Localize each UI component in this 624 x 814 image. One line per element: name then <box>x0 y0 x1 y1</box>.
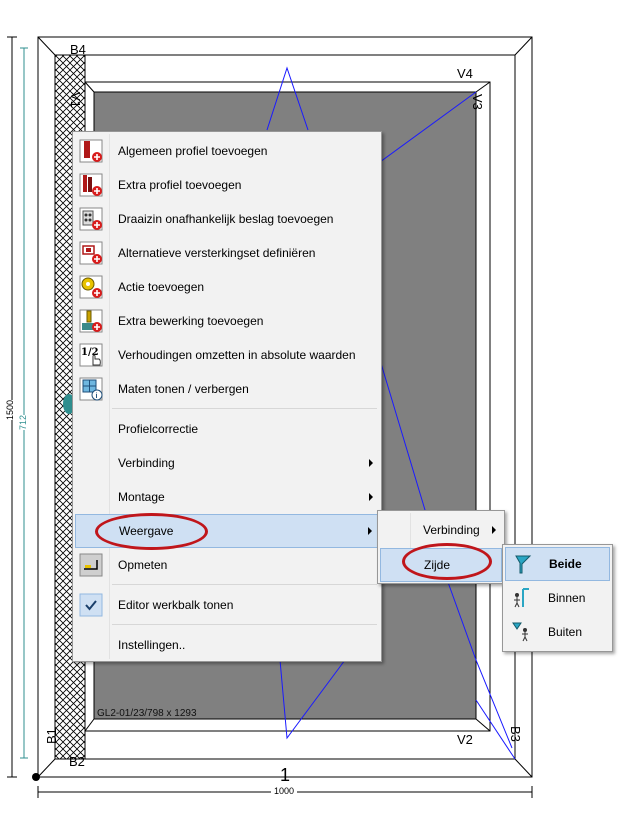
checkmark-icon <box>79 593 103 617</box>
menu-item-add-general-profile[interactable]: Algemeen profiel toevoegen <box>75 135 379 167</box>
corner-label-b1: B1 <box>44 728 59 744</box>
profile-add-icon <box>79 139 103 163</box>
corner-label-v2: V2 <box>457 732 473 747</box>
measure-icon <box>79 553 103 577</box>
width-dimension: 1000 <box>271 786 298 796</box>
submenu-item-connection[interactable]: Verbinding <box>380 514 502 546</box>
menu-item-add-action[interactable]: Actie toevoegen <box>75 271 379 303</box>
element-number: 1 <box>280 765 291 785</box>
side-both-icon <box>515 555 532 574</box>
menu-item-toggle-dimensions[interactable]: i Maten tonen / verbergen <box>75 373 379 405</box>
submenu-item-inside[interactable]: Binnen <box>505 582 610 614</box>
dimensions-info-icon: i <box>79 377 103 401</box>
submenu-side: Beide Binnen Buiten <box>502 544 613 652</box>
submenu-arrow-icon <box>492 526 496 534</box>
context-menu: Algemeen profiel toevoegen Extra profiel… <box>72 131 382 662</box>
menu-item-show-editor-toolbar[interactable]: Editor werkbalk tonen <box>75 589 379 621</box>
menu-item-convert-ratios[interactable]: 1/2 Verhoudingen omzetten in absolute wa… <box>75 339 379 371</box>
extra-profile-add-icon <box>79 173 103 197</box>
corner-label-b3: B3 <box>508 726 523 742</box>
menu-item-measure[interactable]: Opmeten <box>75 549 379 581</box>
partial-height-dimension: 712 <box>18 414 28 430</box>
action-gear-icon <box>79 275 103 299</box>
drill-add-icon <box>79 309 103 333</box>
ratio-hand-icon: 1/2 <box>79 343 103 367</box>
menu-item-profile-correction[interactable]: Profielcorrectie <box>118 422 199 436</box>
reinforcement-icon <box>79 241 103 265</box>
height-dimension: 1500 <box>5 399 15 420</box>
corner-label-v3: V3 <box>470 94 485 110</box>
menu-item-connection[interactable]: Verbinding <box>75 447 379 479</box>
submenu-arrow-icon <box>369 459 373 467</box>
submenu-arrow-icon <box>368 527 372 535</box>
corner-label-b2: B2 <box>69 754 85 769</box>
menu-item-add-extra-profile[interactable]: Extra profiel toevoegen <box>75 169 379 201</box>
glass-label: GL2-01/23/798 x 1293 <box>97 708 197 719</box>
menu-item-settings[interactable]: Instellingen.. <box>118 638 186 652</box>
side-outside-icon <box>512 622 528 642</box>
submenu-arrow-icon <box>369 493 373 501</box>
anchor-dot <box>32 773 40 781</box>
menu-item-mounting[interactable]: Montage <box>75 481 379 513</box>
corner-label-v4: V4 <box>457 66 473 81</box>
submenu-item-both[interactable]: Beide <box>505 547 610 581</box>
annotation-oval-view <box>95 513 208 550</box>
corner-label-v1: V1 <box>68 92 83 108</box>
menu-item-add-hardware[interactable]: Draaizin onafhankelijk beslag toevoegen <box>75 203 379 235</box>
svg-text:1/2: 1/2 <box>81 347 99 358</box>
hardware-add-icon <box>79 207 103 231</box>
submenu-item-outside[interactable]: Buiten <box>505 616 610 648</box>
menu-item-add-extra-operation[interactable]: Extra bewerking toevoegen <box>75 305 379 337</box>
side-inside-icon <box>514 588 529 608</box>
svg-text:i: i <box>96 393 98 400</box>
menu-item-define-reinforcement[interactable]: Alternatieve versterkingset definiëren <box>75 237 379 269</box>
annotation-oval-side <box>402 543 492 580</box>
corner-label-b4: B4 <box>70 42 86 57</box>
